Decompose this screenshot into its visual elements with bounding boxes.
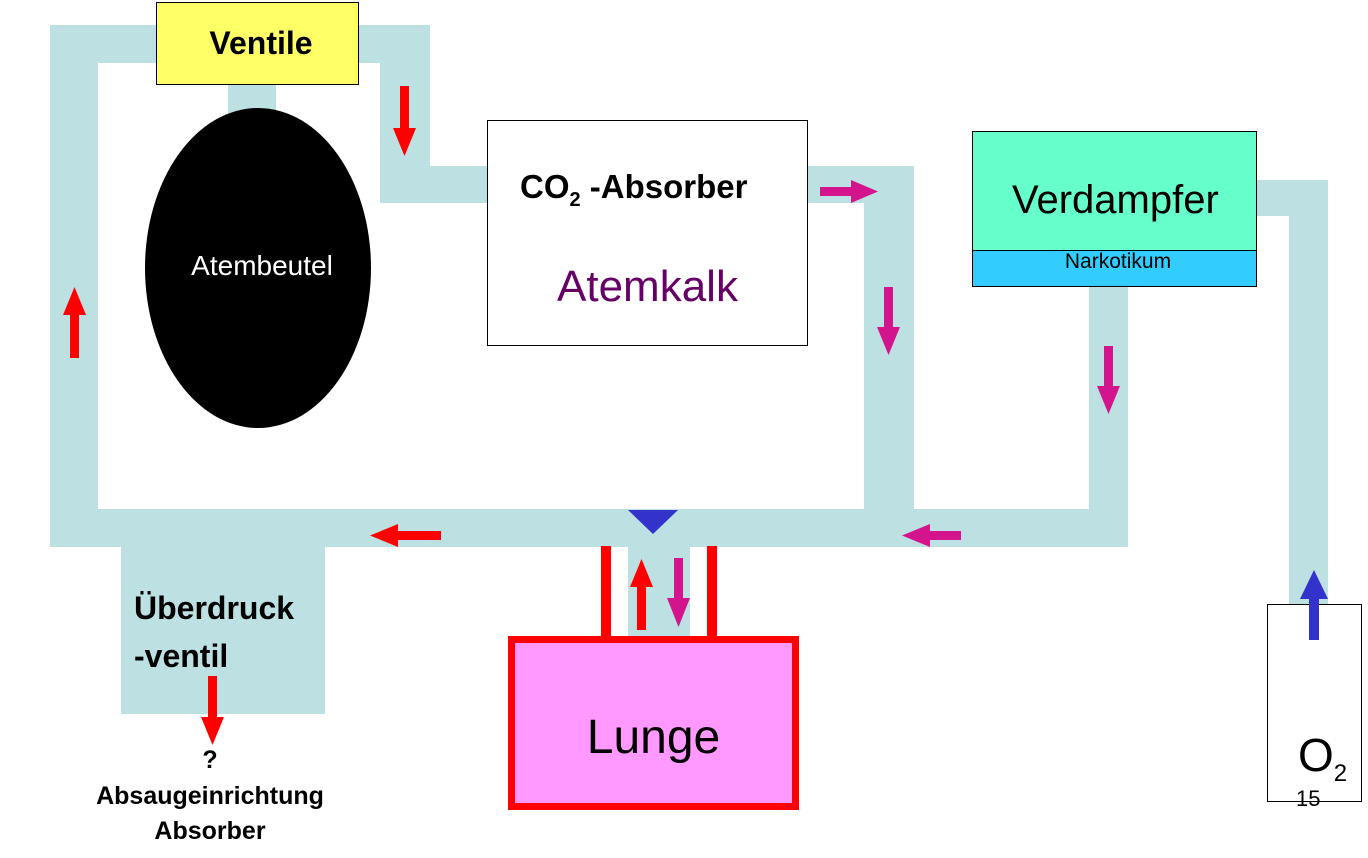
verdampfer-box bbox=[972, 131, 1257, 252]
verdampfer-label: Verdampfer bbox=[1012, 178, 1219, 222]
o2-subscript: 2 bbox=[1333, 760, 1348, 787]
lunge-tube-left bbox=[601, 546, 611, 641]
question-mark: ? bbox=[202, 746, 218, 774]
narkotikum-box bbox=[972, 250, 1257, 287]
lunge-box bbox=[508, 636, 799, 810]
co2-absorber-subscript: 2 bbox=[569, 189, 581, 211]
absaugeinrichtung-label: Absaugeinrichtung bbox=[96, 782, 324, 810]
atemkalk-label: Atemkalk bbox=[557, 262, 738, 311]
o2-label: O2 bbox=[1298, 728, 1347, 788]
arrow-blue-icon bbox=[1300, 570, 1328, 640]
pipe-absorber-down bbox=[864, 166, 914, 546]
co2-absorber-title: CO2 -Absorber bbox=[520, 168, 747, 212]
co2-absorber-co: CO bbox=[520, 168, 570, 205]
ventile-box bbox=[156, 2, 359, 85]
lunge-label: Lunge bbox=[586, 711, 721, 764]
ueberdruck-label-line2: -ventil bbox=[134, 638, 229, 674]
atembeutel-bag bbox=[145, 108, 371, 428]
ventile-label: Ventile bbox=[209, 25, 313, 61]
pipe-verdampfer-down bbox=[1089, 285, 1128, 547]
junction-triangle-icon bbox=[628, 510, 678, 534]
atembeutel-label: Atembeutel bbox=[191, 250, 333, 281]
arrow-red-icon bbox=[393, 86, 416, 156]
narkotikum-label: Narkotikum bbox=[1064, 250, 1172, 273]
arrow-red-icon bbox=[201, 676, 224, 745]
co2-absorber-box bbox=[487, 120, 808, 346]
absorber-label: Absorber bbox=[154, 817, 266, 845]
arrow-magenta-icon bbox=[820, 180, 878, 203]
co2-absorber-rest: -Absorber bbox=[580, 168, 748, 205]
ueberdruck-ventil-box bbox=[121, 540, 325, 714]
pipe-left-vertical bbox=[50, 25, 98, 547]
arrow-red-icon bbox=[370, 524, 441, 547]
lunge-tube-right bbox=[707, 546, 717, 641]
ueberdruck-label-line1: Überdruck bbox=[134, 590, 295, 626]
pipe-to-absorber bbox=[380, 166, 490, 203]
o2-main: O bbox=[1298, 729, 1334, 781]
arrow-red-icon bbox=[63, 287, 86, 358]
arrow-magenta-icon bbox=[1097, 346, 1120, 414]
arrow-magenta-icon bbox=[667, 558, 690, 627]
pipe-o2-vertical bbox=[1289, 180, 1328, 608]
arrow-magenta-icon bbox=[877, 287, 900, 355]
slide-number: 15 bbox=[1296, 786, 1321, 811]
arrow-magenta-icon bbox=[902, 524, 961, 547]
arrow-red-icon bbox=[630, 559, 653, 630]
